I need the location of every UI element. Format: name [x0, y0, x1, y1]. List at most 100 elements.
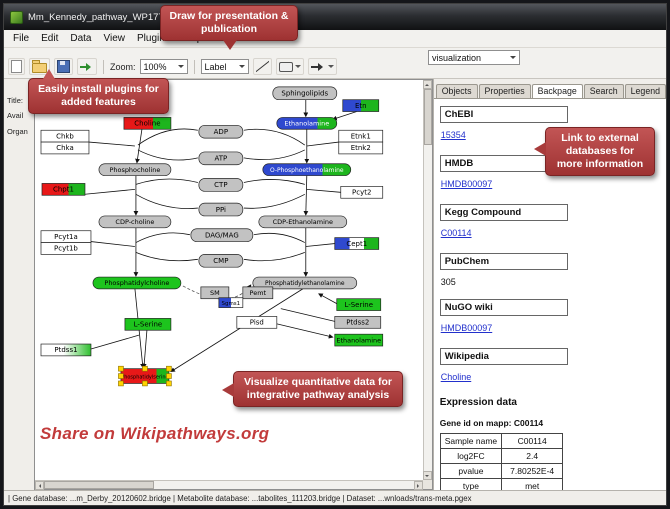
pathway-node-l-serine[interactable]: L-Serine [336, 298, 382, 311]
pathway-node-phosphatidylethanolamine[interactable]: Phosphatidylethanolamine [252, 276, 358, 290]
chevron-down-icon [510, 56, 516, 62]
connector-tool-icon [310, 62, 323, 71]
backpage-link[interactable]: 15354 [440, 130, 466, 140]
selection-handle[interactable] [166, 380, 172, 387]
pathway-node-ptdss1[interactable]: Ptdss1 [40, 343, 92, 357]
backpage-link[interactable]: HMDB00097 [440, 323, 493, 333]
save-button[interactable] [54, 58, 73, 75]
scroll-down-button[interactable] [422, 471, 432, 480]
backpage-value: 305 [440, 277, 456, 287]
pathway-node-ppi[interactable]: PPi [198, 202, 244, 217]
pathway-node-dag-mag[interactable]: DAG/MAG [190, 228, 254, 242]
pathway-node-l-serine[interactable]: L-Serine [124, 318, 172, 331]
toolbar-separator [103, 59, 104, 74]
selection-handle[interactable] [142, 365, 148, 372]
status-text: | Gene database: ...m_Derby_20120602.bri… [8, 493, 472, 503]
pathway-node-phosphocholine[interactable]: Phosphocholine [98, 163, 172, 176]
svg-text:ATP: ATP [214, 155, 227, 163]
label-tool-dropdown[interactable]: Label [200, 59, 249, 74]
shape-tool-button[interactable] [275, 58, 304, 75]
pathway-edge [84, 188, 135, 195]
pathway-edge [135, 252, 198, 262]
tab-search[interactable]: Search [583, 84, 624, 98]
menu-item-data[interactable]: Data [70, 33, 92, 44]
pathway-node-cmp[interactable]: CMP [198, 254, 244, 268]
zoom-combobox[interactable]: 100% [139, 59, 188, 74]
export-button[interactable] [77, 58, 97, 75]
backpage-link[interactable]: HMDB00097 [440, 179, 493, 189]
backpage-link[interactable]: Choline [440, 372, 472, 382]
pathway-node-pemt[interactable]: Pemt [242, 286, 274, 300]
pathway-node-ethanolamine[interactable]: Ethanolamine [276, 117, 338, 130]
selection-handle[interactable] [166, 365, 172, 372]
backpage-link[interactable]: C00114 [440, 228, 472, 238]
pathway-node-atp[interactable]: ATP [198, 151, 244, 166]
pathway-node-sgms1[interactable]: Sgms1 [218, 297, 244, 308]
visualization-combobox[interactable]: visualization [428, 50, 520, 65]
scroll-right-button[interactable] [413, 481, 423, 490]
pathway-node-pcyt1b[interactable]: Pcyt1b [40, 242, 92, 255]
pathway-node-ctp[interactable]: CTP [198, 178, 244, 192]
scroll-up-button[interactable] [422, 80, 432, 89]
menu-item-file[interactable]: File [13, 33, 30, 44]
selection-handle[interactable] [118, 365, 124, 372]
pathway-node-o-phosphoethanolamine[interactable]: O-Phosphoethanolamine [262, 163, 352, 176]
pathway-node-chka[interactable]: Chka [40, 141, 90, 155]
tab-backpage[interactable]: Backpage [531, 84, 583, 98]
selection-handle[interactable] [118, 373, 124, 379]
pathway-node-etnk1[interactable]: Etnk1 [338, 129, 384, 143]
tab-legend[interactable]: Legend [624, 84, 666, 98]
callout-visualize: Visualize quantitative data for integrat… [222, 371, 403, 408]
new-file-icon [11, 60, 22, 73]
horizontal-scroll-thumb[interactable] [44, 481, 154, 489]
pathway-edge [318, 293, 337, 304]
menu-item-view[interactable]: View [103, 33, 125, 44]
selection-handle[interactable] [142, 380, 148, 387]
pathway-node-sm[interactable]: SM [200, 286, 230, 300]
tab-objects[interactable]: Objects [435, 84, 478, 98]
pathway-node-chpt1[interactable]: Chpt1 [41, 183, 86, 196]
pathway-node-chkb[interactable]: Chkb [40, 129, 90, 143]
pathway-node-phosphatidylcholine[interactable]: Phosphatidylcholine [92, 276, 182, 290]
pathway-node-choline[interactable]: Choline [123, 117, 172, 130]
pathway-node-cdp-ethanolamine[interactable]: CDP-Ethanolamine [258, 215, 348, 229]
pathway-node-etn[interactable]: Etn [342, 99, 380, 112]
pathway-edge [243, 128, 306, 146]
vertical-scrollbar[interactable] [422, 80, 432, 480]
pathway-node-adp[interactable]: ADP [198, 124, 244, 139]
pathway-node-sphingolipids[interactable]: Sphingolipids [272, 86, 338, 101]
title-bar[interactable]: Mm_Kennedy_pathway_WP1771_45176.gpml [4, 4, 666, 30]
svg-text:Phosphocholine: Phosphocholine [109, 166, 160, 174]
horizontal-scrollbar[interactable] [35, 480, 423, 490]
connector-tool-button[interactable] [307, 58, 337, 75]
vertical-scroll-thumb[interactable] [423, 89, 432, 145]
pathway-node-etnk2[interactable]: Etnk2 [338, 141, 384, 155]
selection-handle[interactable] [166, 373, 172, 379]
pathway-edge [306, 188, 341, 193]
svg-text:Etnk1: Etnk1 [351, 132, 371, 140]
line-tool-button[interactable] [252, 58, 272, 75]
menu-item-edit[interactable]: Edit [41, 33, 59, 44]
expression-data-title: Expression data [439, 397, 517, 408]
menu-item-plugins[interactable]: Plugins [136, 33, 170, 44]
chevron-down-icon [177, 65, 184, 71]
pathway-edge [243, 179, 305, 185]
tab-properties[interactable]: Properties [478, 84, 531, 98]
pathway-node-pisd[interactable]: Pisd [236, 316, 278, 329]
pathway-node-ethanolamine[interactable]: Ethanolamine [334, 333, 384, 347]
pathway-node-cdp-choline[interactable]: CDP-choline [98, 215, 172, 229]
pathway-edge [305, 243, 335, 247]
open-file-button[interactable] [29, 58, 50, 75]
pathway-node-pcyt2[interactable]: Pcyt2 [340, 186, 384, 199]
pathway-node-pcyt1a[interactable]: Pcyt1a [40, 230, 92, 243]
svg-text:Phosphatidylethanolamine: Phosphatidylethanolamine [265, 280, 345, 287]
scroll-left-button[interactable] [35, 481, 44, 490]
selection-handle[interactable] [118, 380, 124, 387]
pathway-node-ptdss2[interactable]: Ptdss2 [334, 316, 382, 329]
pathway-edge [280, 308, 335, 322]
pathway-node-cept1[interactable]: Cept1 [334, 237, 380, 250]
callout-draw-text: Draw for presentation & publication [169, 10, 289, 36]
new-file-button[interactable] [8, 58, 25, 75]
